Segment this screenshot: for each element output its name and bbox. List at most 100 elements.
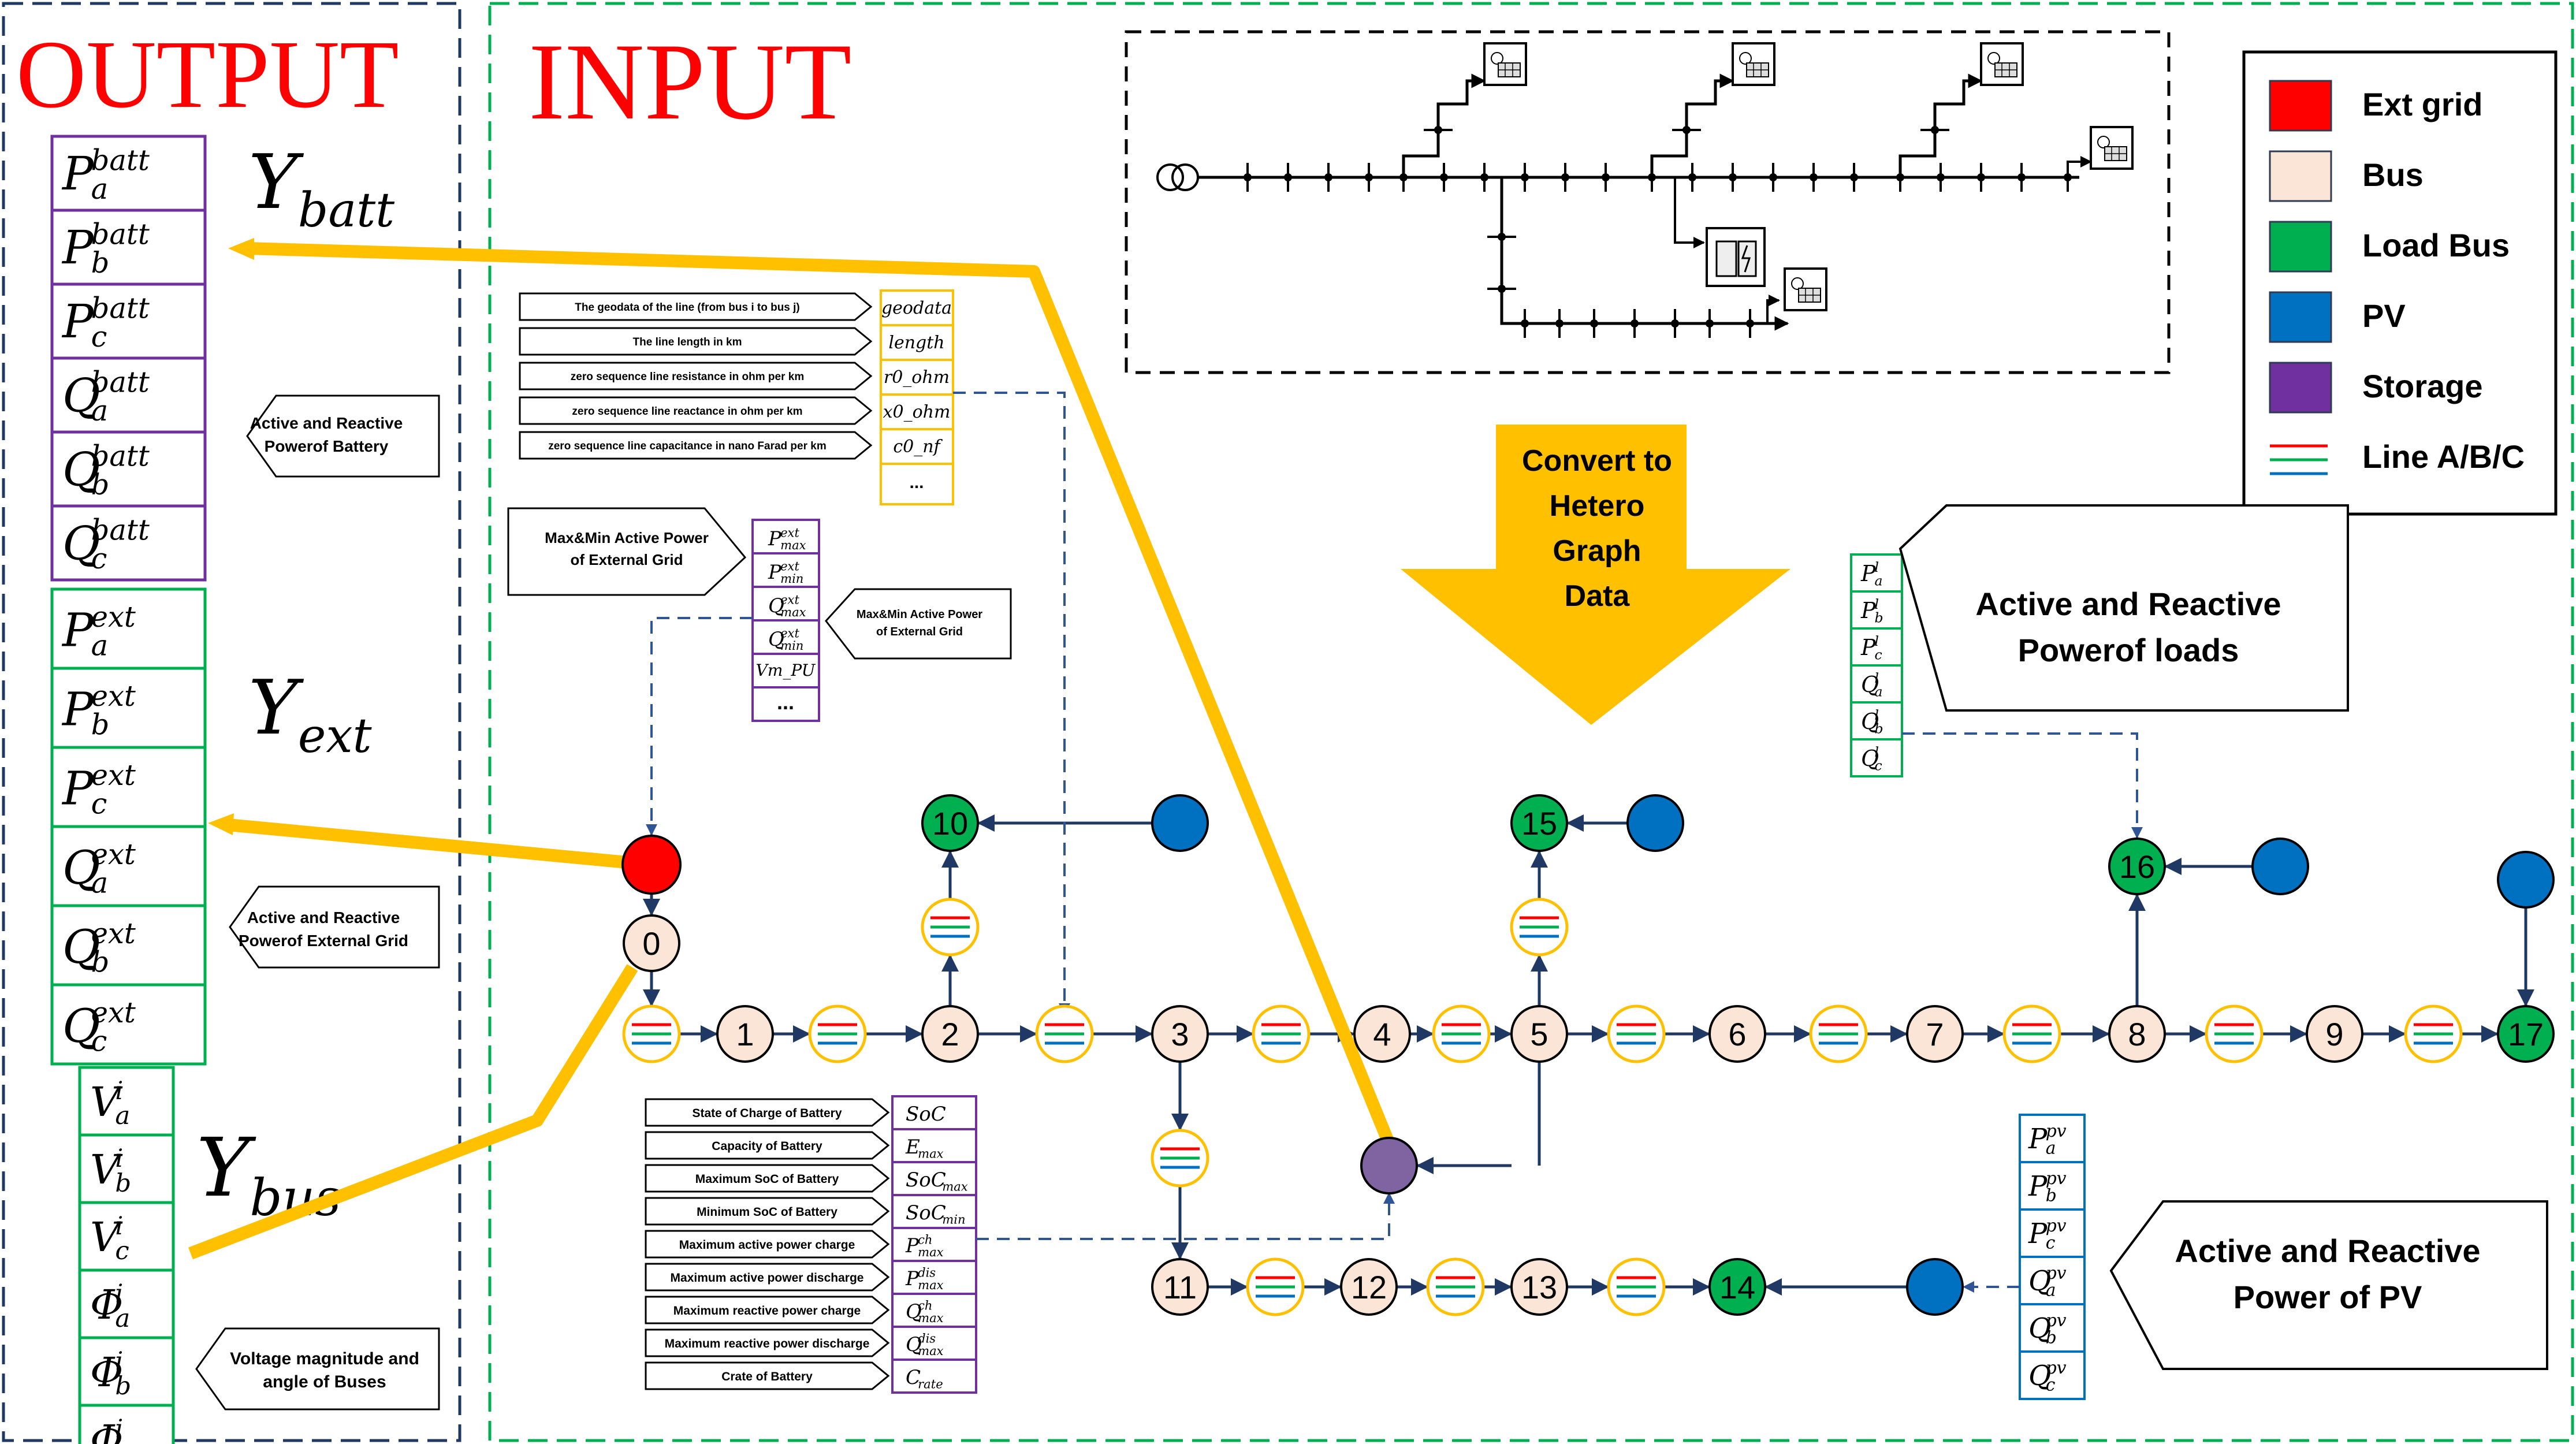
node-id: 12 — [1351, 1269, 1387, 1305]
load-bus-node: 14 — [1708, 1258, 1766, 1316]
battery-feature-label — [645, 1328, 890, 1357]
bus-node: 1 — [716, 1005, 774, 1063]
battery-feature-cell — [891, 1227, 977, 1262]
input-title: INPUT — [528, 21, 851, 143]
node-id: 14 — [1719, 1269, 1755, 1305]
battery-feature-text: Maximum active power charge — [679, 1238, 855, 1252]
ext-feature-value: ... — [777, 690, 794, 714]
svg-text:Active and Reactive: Active and Reactive — [250, 414, 403, 432]
battery-feature-value: SoCmin — [906, 1201, 966, 1226]
voltage-callout: Voltage magnitude and angle of Buses — [195, 1327, 440, 1410]
svg-text:Active and Reactive: Active and Reactive — [1975, 586, 2281, 622]
line-feature-cell — [880, 463, 954, 505]
ext-feature-cell — [751, 686, 820, 722]
battery-feature-label — [645, 1197, 890, 1226]
battery-feature-cell — [891, 1128, 977, 1163]
load-feature-cell — [1850, 738, 1903, 777]
output-connector — [188, 964, 638, 1260]
solar-panel-icon — [1980, 42, 2024, 86]
pv-feature-cell — [2019, 1350, 2086, 1400]
svg-text:angle of Buses: angle of Buses — [263, 1372, 386, 1391]
solar-panel-icon — [1732, 42, 1775, 86]
node-id: 10 — [932, 805, 968, 842]
feature-link — [953, 392, 1070, 1015]
line-feature-label — [519, 292, 873, 321]
battery-feature-value: SoCmax — [906, 1168, 968, 1193]
battery-feature-text: Capacity of Battery — [712, 1140, 822, 1153]
ext-feature-cell — [751, 552, 820, 588]
legend-label: Load Bus — [2362, 227, 2510, 263]
load-bus-node: 17 — [2497, 1005, 2555, 1063]
output-ext-cell — [50, 983, 207, 1066]
line-feature-cell — [880, 289, 954, 326]
battery-feature-label — [645, 1296, 890, 1324]
bus-node: 8 — [2108, 1005, 2166, 1063]
node-id: 0 — [642, 925, 660, 962]
bus-node: 3 — [1151, 1005, 1209, 1063]
svg-text:Hetero: Hetero — [1550, 489, 1645, 523]
battery-callout: Active and Reactive Powerof Battery — [246, 395, 440, 478]
convert-arrow: Convert to Hetero Graph Data — [1401, 425, 1790, 725]
line-node — [1252, 1004, 1311, 1063]
battery-feature-text: Minimum SoC of Battery — [697, 1205, 837, 1219]
y-ext-label: Yext — [248, 664, 373, 764]
node-id: 8 — [2128, 1016, 2146, 1052]
legend-label: Storage — [2362, 368, 2483, 404]
line-node — [2205, 1004, 2264, 1063]
bus-node: 6 — [1708, 1005, 1766, 1063]
ext-grid-callout: Active and Reactive Powerof External Gri… — [229, 885, 440, 969]
input-panel-frame — [488, 2, 2574, 1442]
line-feature-text: The geodata of the line (from bus i to b… — [575, 302, 800, 314]
bus-node: 4 — [1353, 1005, 1411, 1063]
svg-text:Powerof loads: Powerof loads — [2018, 632, 2239, 668]
node-id: 16 — [2119, 848, 2155, 885]
output-ext-cell — [50, 746, 207, 828]
line-node — [1510, 898, 1569, 957]
line-node — [2002, 1004, 2061, 1063]
battery-feature-label — [645, 1098, 890, 1127]
load-feature-cell — [1850, 590, 1903, 630]
line-features: The geodata of the line (from bus i to b… — [519, 289, 954, 505]
svg-text:Max&Min Active Power: Max&Min Active Power — [857, 608, 982, 621]
svg-text:of External Grid: of External Grid — [570, 551, 683, 568]
pv-callout: Active and Reactive Power of PV — [2109, 1200, 2548, 1370]
node-id: 1 — [736, 1016, 754, 1052]
y-bus-label: Ybus — [196, 1121, 341, 1227]
line-feature-value: x0_ohm — [883, 402, 951, 422]
battery-feature-label — [645, 1361, 890, 1390]
node-id: 4 — [1373, 1016, 1391, 1052]
legend-swatch — [2269, 221, 2332, 273]
battery-feature-text: Maximum active power discharge — [671, 1271, 864, 1285]
line-feature-value: ... — [909, 473, 924, 492]
line-feature-value: r0_ohm — [884, 367, 950, 388]
pv-feature-cell — [2019, 1114, 2086, 1163]
output-ext-cell — [50, 667, 207, 749]
node-id: 7 — [1926, 1016, 1944, 1052]
node-id: 3 — [1171, 1016, 1189, 1052]
pv-node — [1906, 1258, 1964, 1316]
line-node — [1151, 1129, 1209, 1188]
legend-swatch — [2269, 362, 2332, 414]
network-schematic — [1125, 30, 2171, 374]
svg-text:Graph: Graph — [1553, 534, 1641, 568]
battery-feature-text: State of Charge of Battery — [692, 1107, 842, 1120]
output-connector — [248, 242, 1395, 1147]
line-feature-value: length — [888, 333, 944, 353]
load-bus-node: 10 — [921, 794, 979, 852]
battery-feature-value: SoC — [906, 1103, 946, 1126]
pv-node — [2251, 838, 2309, 895]
svg-text:Ybatt: Ybatt — [248, 138, 395, 238]
